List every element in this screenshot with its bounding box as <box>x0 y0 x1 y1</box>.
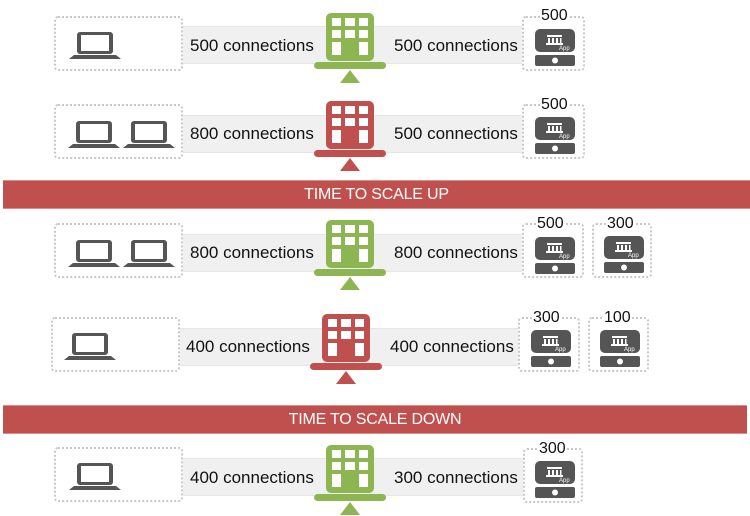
laptop-icon <box>68 30 122 60</box>
client-connections-label: 400 connections <box>186 337 310 356</box>
client-connections-label: 500 connections <box>190 36 314 55</box>
app-server-icon: App <box>535 461 575 499</box>
clients-box <box>51 317 180 372</box>
app-server-icon: App <box>535 29 575 67</box>
clients-box <box>54 104 183 159</box>
client-connections-label: 800 connections <box>190 243 314 262</box>
laptop-icon <box>67 119 121 149</box>
server-load-count: 300 <box>538 440 567 457</box>
app-server-icon: App <box>604 236 644 274</box>
server-box: App <box>523 448 583 503</box>
svg-text:App: App <box>624 347 635 353</box>
load-balancer-icon <box>314 219 386 291</box>
svg-text:App: App <box>628 253 639 259</box>
server-load-count: 300 <box>606 215 635 232</box>
server-box: App <box>522 16 585 71</box>
laptop-icon <box>68 461 122 491</box>
svg-text:App: App <box>559 46 570 52</box>
server-box: App <box>588 317 649 372</box>
server-connections-label: 300 connections <box>394 468 518 487</box>
load-balancer-overloaded-icon <box>310 313 382 385</box>
server-connections-label: 800 connections <box>394 243 518 262</box>
server-connections-label: 500 connections <box>394 124 518 143</box>
server-load-count: 500 <box>540 7 569 24</box>
server-connections-label: 400 connections <box>390 337 514 356</box>
clients-box <box>54 223 183 278</box>
laptop-icon <box>67 238 121 268</box>
laptop-icon <box>122 119 176 149</box>
server-load-count: 100 <box>603 309 632 326</box>
server-box: App <box>522 104 585 159</box>
server-box: App <box>518 317 580 372</box>
app-server-icon: App <box>535 117 575 155</box>
server-load-count: 500 <box>536 215 565 232</box>
svg-text:App: App <box>559 134 570 140</box>
app-server-icon: App <box>600 330 640 368</box>
client-connections-label: 400 connections <box>190 468 314 487</box>
laptop-icon <box>122 238 176 268</box>
server-box: App <box>522 223 584 278</box>
load-balancer-icon <box>314 444 386 516</box>
svg-text:App: App <box>559 254 570 260</box>
scale-up-banner: TIME TO SCALE UP <box>3 180 750 209</box>
server-connections-label: 500 connections <box>394 36 518 55</box>
scale-down-banner: TIME TO SCALE DOWN <box>3 405 747 434</box>
app-server-icon: App <box>535 237 575 275</box>
load-balancer-icon <box>314 12 386 84</box>
clients-box <box>54 447 183 502</box>
app-server-icon: App <box>531 330 571 368</box>
client-connections-label: 800 connections <box>190 124 314 143</box>
svg-text:App: App <box>555 347 566 353</box>
server-box: App <box>592 223 652 278</box>
server-load-count: 300 <box>532 309 561 326</box>
server-load-count: 500 <box>540 96 569 113</box>
svg-text:App: App <box>559 478 570 484</box>
laptop-icon <box>63 331 117 361</box>
clients-box <box>54 16 183 71</box>
load-balancer-overloaded-icon <box>314 100 386 172</box>
